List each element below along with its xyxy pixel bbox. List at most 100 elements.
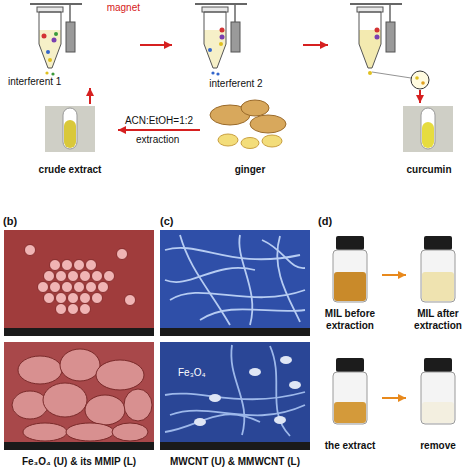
panel-letter: (d) <box>318 215 332 227</box>
particle <box>415 76 419 80</box>
tube-liquid <box>39 30 61 68</box>
sem-info-bar <box>160 328 310 336</box>
stand-bar <box>195 3 247 5</box>
particle <box>54 32 58 36</box>
edge-label: ACN:EtOH=1:2 <box>125 115 193 127</box>
sphere <box>117 249 128 260</box>
photo-ground <box>45 106 95 152</box>
aggregate <box>96 360 144 390</box>
fe3o4-particle <box>209 394 221 402</box>
zoom-circle <box>411 71 429 89</box>
sphere <box>62 282 73 293</box>
tube-lid <box>202 7 228 12</box>
flow-arrow <box>118 129 200 131</box>
fe3o4-particle <box>194 418 206 426</box>
particle <box>52 38 57 43</box>
panel-caption: MWCNT (U) & MMWCNT (L) <box>158 456 312 468</box>
panel-letter: (c) <box>160 215 173 227</box>
tube-stage-3 <box>350 4 429 103</box>
vial-photo: MIL before extraction <box>318 232 382 332</box>
sphere <box>56 293 67 304</box>
sphere <box>44 293 55 304</box>
particle-label: Fe₃O₄ <box>176 367 208 379</box>
vial-body <box>333 372 367 424</box>
particle <box>421 81 425 85</box>
particle <box>219 42 223 46</box>
ginger-slice <box>241 138 259 149</box>
node-text: MIL before extraction <box>318 308 382 332</box>
particle <box>48 58 52 62</box>
sphere <box>56 304 67 315</box>
vial-removed <box>421 358 455 424</box>
flow-arrow <box>140 44 172 46</box>
tube-liquid <box>359 30 381 68</box>
vial-mil-after <box>421 236 455 302</box>
sphere <box>25 245 36 256</box>
ginger-slice <box>262 135 282 147</box>
nanotube <box>165 414 260 432</box>
sphere <box>56 271 67 282</box>
interferent-drop <box>45 71 48 74</box>
sem-fe3o4 <box>4 230 154 336</box>
stand-hanger <box>389 4 391 22</box>
sphere <box>80 271 91 282</box>
particle <box>220 28 225 33</box>
sem-info-bar <box>160 442 310 450</box>
sphere <box>68 304 79 315</box>
particle <box>42 34 47 39</box>
sphere <box>68 271 79 282</box>
particle <box>208 48 212 52</box>
product-vial: curcumin <box>388 104 470 176</box>
sphere <box>104 271 115 282</box>
aggregate <box>18 356 62 384</box>
tube-liquid <box>64 120 76 148</box>
flow-arrow <box>89 88 91 104</box>
photo-ground <box>403 106 453 152</box>
sphere <box>50 282 61 293</box>
aggregate <box>124 389 152 421</box>
nanotube <box>262 240 305 268</box>
vial-photo: MIL after extraction <box>406 232 470 332</box>
fe3o4-particle <box>274 416 286 424</box>
ginger-picture: ginger <box>200 95 300 176</box>
vial-cap <box>424 236 452 250</box>
aggregate <box>60 349 100 381</box>
sphere <box>74 260 85 271</box>
interferent-drop <box>211 71 214 74</box>
sphere <box>74 282 85 293</box>
flow-arrow <box>382 274 406 276</box>
nanotube <box>165 392 305 399</box>
vial-cap <box>336 236 364 250</box>
node-text: interferent 2 <box>209 78 262 90</box>
aggregate <box>43 383 87 417</box>
aggregate <box>112 423 148 441</box>
vial-liquid <box>422 272 454 301</box>
fe3o4-particle <box>280 356 292 364</box>
vial-cap <box>336 358 364 372</box>
tube <box>204 12 226 68</box>
sphere <box>86 260 97 271</box>
nanotube <box>277 236 300 322</box>
stand-hanger <box>69 4 71 22</box>
vial-liquid <box>422 402 454 423</box>
sem-info-bar <box>4 442 154 450</box>
tube-lid <box>37 7 63 12</box>
sphere <box>80 293 91 304</box>
panel-caption: Fe₃O₄ (U) & its MMIP (L) <box>2 456 156 468</box>
sem-mwcnt <box>160 230 310 336</box>
vial-mil-before <box>333 236 367 302</box>
particle <box>375 28 380 33</box>
tube-stage: interferent 2 <box>172 2 300 90</box>
tube-stage-2 <box>195 4 247 76</box>
vial-liquid <box>334 272 366 301</box>
particle <box>375 35 380 40</box>
particle <box>220 35 225 40</box>
node-text: magnet <box>107 2 140 14</box>
node-text: crude extract <box>39 164 102 176</box>
sphere <box>44 271 55 282</box>
vial-body <box>333 250 367 302</box>
fe3o4-particle <box>289 381 301 389</box>
particle <box>46 50 50 54</box>
magnet-block <box>231 22 240 52</box>
